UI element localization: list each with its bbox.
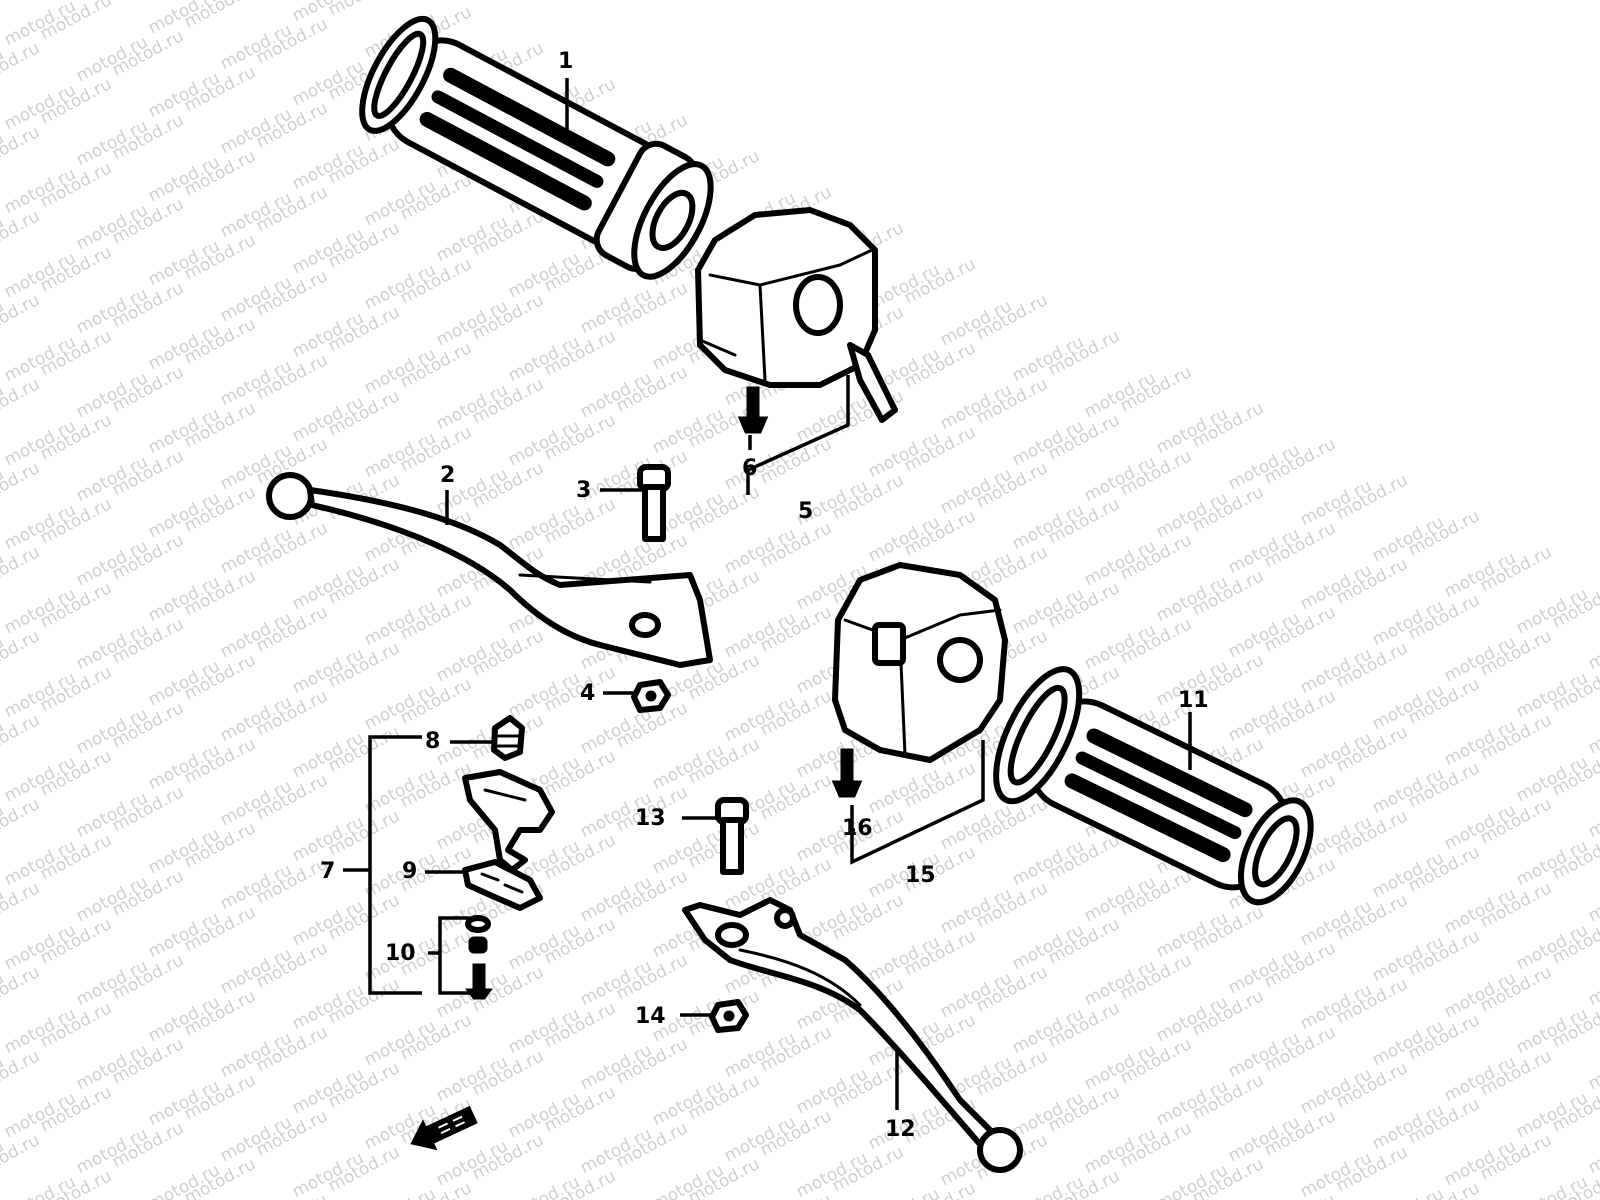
watermark-text: motod.ru <box>0 710 43 764</box>
watermark-text: motod.ru <box>1585 956 1600 1010</box>
callout-4: 4 <box>580 681 595 706</box>
callout-7: 7 <box>320 859 335 884</box>
watermark-text: motod.ru <box>0 542 43 596</box>
callout-16: 16 <box>842 816 873 841</box>
bracket-plate <box>462 769 555 873</box>
watermark-text: motod.ru <box>1585 788 1600 842</box>
adjuster-8 <box>491 715 525 761</box>
watermark-text: motod.ru <box>0 1130 43 1184</box>
watermark-text: motod.ru <box>1369 1184 1447 1200</box>
leader-lines <box>343 78 1192 1110</box>
callout-10: 10 <box>385 941 416 966</box>
callout-2: 2 <box>440 463 455 488</box>
watermark-text: motod.ru <box>0 794 43 848</box>
screw-16 <box>831 748 863 798</box>
pivot-bolt-13 <box>715 797 749 875</box>
watermark-text: motod.ru <box>0 1046 43 1100</box>
watermark-text: motod.ru <box>0 122 43 176</box>
left-switch-housing <box>695 207 898 423</box>
callout-12: 12 <box>885 1117 916 1142</box>
callout-15: 15 <box>905 863 936 888</box>
watermark-text: motod.ru <box>1585 620 1600 674</box>
callout-5: 5 <box>798 499 813 524</box>
watermark-text: motod.ru <box>0 458 43 512</box>
watermark-text: motod.ru <box>1585 1040 1600 1094</box>
callout-labels: 1 2 3 4 5 6 7 8 9 10 11 12 13 14 15 16 <box>320 49 1209 1142</box>
plate-9 <box>462 859 543 911</box>
bracket-set <box>462 715 555 1000</box>
front-arrow-icon <box>410 1105 478 1151</box>
watermark-text: motod.ru <box>1513 1172 1591 1200</box>
nut-14 <box>709 999 749 1033</box>
right-switch-housing <box>832 562 1008 763</box>
brake-lever <box>682 897 1023 1173</box>
right-grip <box>993 666 1314 906</box>
clutch-lever <box>266 472 713 668</box>
watermark-text: motod.ru <box>1585 704 1600 758</box>
watermark-text: motod.ru <box>0 290 43 344</box>
watermark-text: motod.ru <box>1585 1124 1600 1178</box>
watermark-text: motod.ru <box>0 0 43 8</box>
watermark-text: motod.ru <box>0 626 43 680</box>
callout-14: 14 <box>635 1004 666 1029</box>
watermark-text: motod.ru <box>1 1172 79 1200</box>
pivot-bolt-3 <box>637 464 671 542</box>
watermark-text: motod.ru <box>361 1184 439 1200</box>
watermark-text: motod.ru <box>865 1184 943 1200</box>
washers-10 <box>465 915 493 1000</box>
callout-9: 9 <box>402 859 417 884</box>
callout-11: 11 <box>1178 688 1209 713</box>
callout-3: 3 <box>576 478 591 503</box>
watermark-text: motod.ru <box>0 38 43 92</box>
watermark-text: motod.ru <box>0 878 43 932</box>
nut-4 <box>631 679 671 713</box>
watermark-text: motod.ru <box>1009 1172 1087 1200</box>
watermark-text: motod.ru <box>0 206 43 260</box>
watermark-text: motod.ru <box>505 1172 583 1200</box>
screw-6 <box>737 386 769 434</box>
left-grip <box>359 15 714 280</box>
watermark-text: motod.ru <box>0 962 43 1016</box>
callout-1: 1 <box>558 49 573 74</box>
watermark-text: motod.ru <box>1585 872 1600 926</box>
callout-6: 6 <box>742 456 757 481</box>
callout-8: 8 <box>425 729 440 754</box>
watermark-text: motod.ru <box>0 374 43 428</box>
callout-13: 13 <box>635 806 666 831</box>
watermark-text: motod.ru <box>0 0 7 14</box>
